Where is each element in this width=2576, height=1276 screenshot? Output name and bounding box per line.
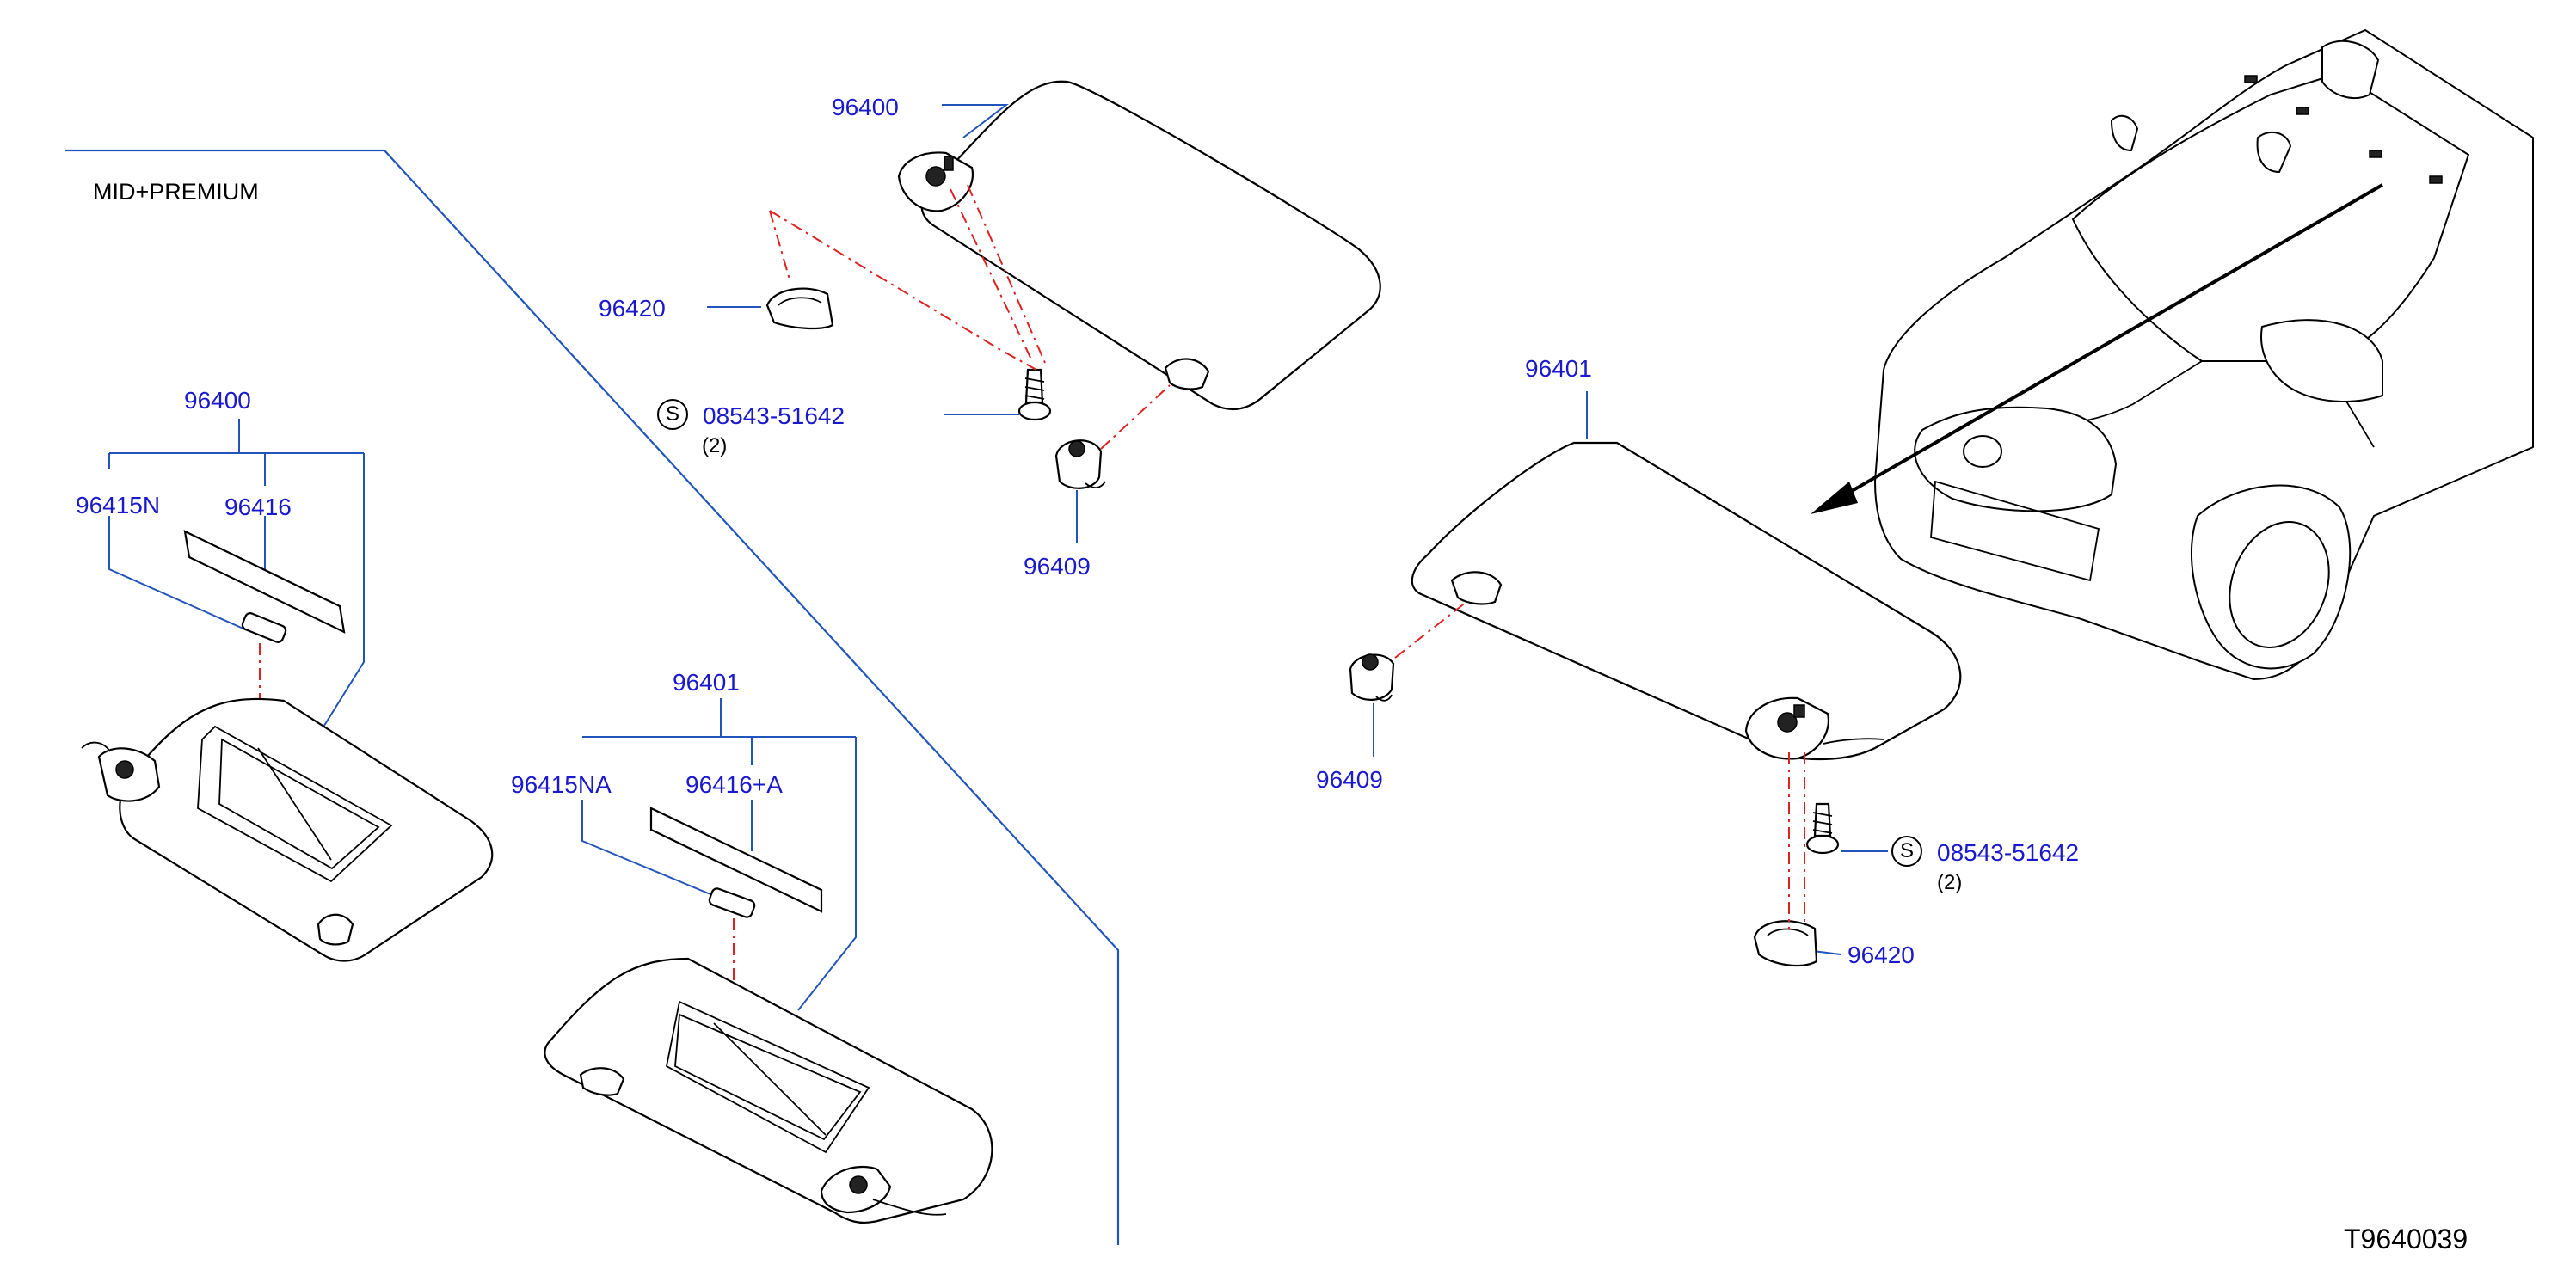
section-divider <box>65 149 1120 1245</box>
right-cover-96420 <box>1753 920 1818 967</box>
passenger-visor-hinge <box>820 1166 947 1216</box>
callout-96416a: 96416+A <box>685 771 783 798</box>
center-cover-96420 <box>765 287 834 330</box>
driver-visor-assembly <box>81 419 494 962</box>
screw-symbol-right: S <box>1891 836 1922 867</box>
passenger-visor-assembly <box>544 698 993 1224</box>
right-visor-assembly <box>1349 391 1962 967</box>
right-screw <box>1805 802 1840 855</box>
callout-screw-right: 08543-51642 <box>1937 839 2080 866</box>
strip-96416a <box>649 807 823 913</box>
variant-label: MID+PREMIUM <box>93 179 259 205</box>
vehicle-illustration <box>1811 28 2534 681</box>
cap-96415n <box>241 612 287 643</box>
screw-qty-right: (2) <box>1937 871 1963 894</box>
callout-96409-center: 96409 <box>1024 553 1091 580</box>
center-visor-body <box>920 80 1381 410</box>
center-screw <box>1017 368 1052 421</box>
driver-visor-hinge <box>81 741 161 802</box>
passenger-visor-body <box>544 957 993 1224</box>
callout-96400-center: 96400 <box>832 94 899 120</box>
drawing-number: T9640039 <box>2344 1224 2468 1255</box>
center-visor-assembly <box>707 80 1381 543</box>
callout-screw-center: 08543-51642 <box>703 402 845 429</box>
callout-96401-left: 96401 <box>673 669 740 696</box>
right-holder-96409 <box>1349 653 1395 702</box>
callout-96420-center: 96420 <box>599 295 666 322</box>
callout-96400-left: 96400 <box>184 387 251 414</box>
callout-96415n: 96415N <box>76 492 161 518</box>
right-visor-body <box>1411 441 1962 761</box>
callout-96420-right: 96420 <box>1847 942 1915 968</box>
callout-96409-right: 96409 <box>1316 766 1383 793</box>
right-visor-hinge <box>1744 696 1884 760</box>
screw-qty-center: (2) <box>702 434 728 457</box>
center-holder-96409 <box>1054 439 1106 489</box>
strip-96416 <box>183 530 346 634</box>
callout-96416: 96416 <box>224 494 292 520</box>
driver-visor-body <box>119 697 494 962</box>
callout-96401-right: 96401 <box>1525 355 1592 382</box>
cap-96415na <box>708 887 756 918</box>
screw-symbol-center: S <box>657 399 688 430</box>
callout-96415na: 96415NA <box>511 771 612 798</box>
